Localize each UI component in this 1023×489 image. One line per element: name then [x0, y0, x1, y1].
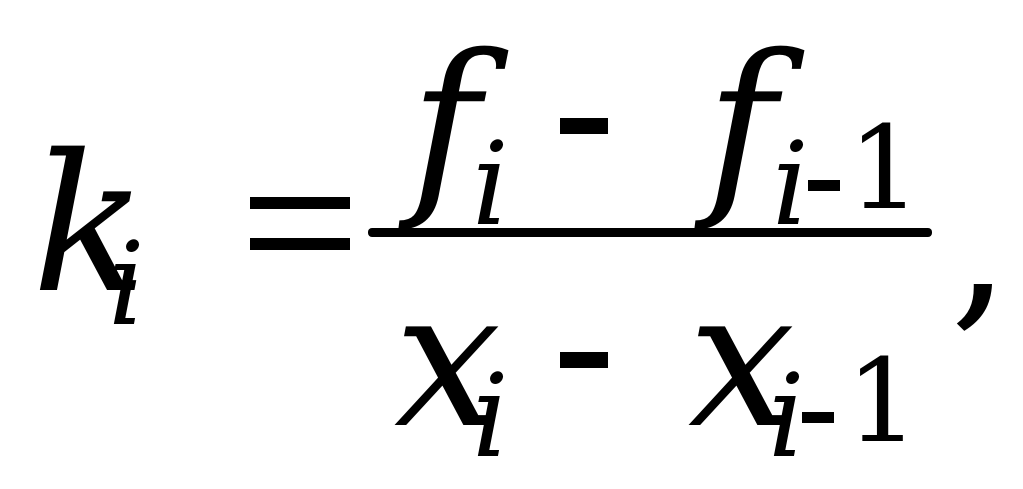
denominator-minus-bar	[560, 352, 608, 368]
numerator-minus-bar	[560, 118, 608, 134]
lhs-subscript-i: i	[108, 218, 145, 352]
lhs-base-k: k	[32, 114, 148, 335]
denominator-x-1-subscript: i	[472, 350, 509, 484]
fraction-bar	[368, 228, 932, 237]
denominator-x-2-subscript-var: i	[768, 350, 805, 484]
denominator-x-1: x	[394, 249, 502, 470]
denominator-x-2: x	[688, 249, 796, 470]
numerator-f-2-subscript-var: i	[772, 118, 809, 252]
trailing-comma: ,	[950, 129, 1011, 350]
numerator-f-2: f	[706, 14, 777, 235]
numerator-f-2-subscript-minus-bar	[808, 180, 840, 191]
equals-bar-top	[250, 197, 350, 209]
denominator-x-2-subscript-minus-bar	[802, 412, 834, 423]
numerator-f-1: f	[410, 14, 481, 235]
equals-bar-bottom	[250, 238, 350, 250]
denominator-x-2-subscript-one: 1	[846, 335, 920, 469]
numerator-f-1-subscript: i	[472, 118, 509, 252]
numerator-f-2-subscript-one: 1	[848, 102, 922, 236]
